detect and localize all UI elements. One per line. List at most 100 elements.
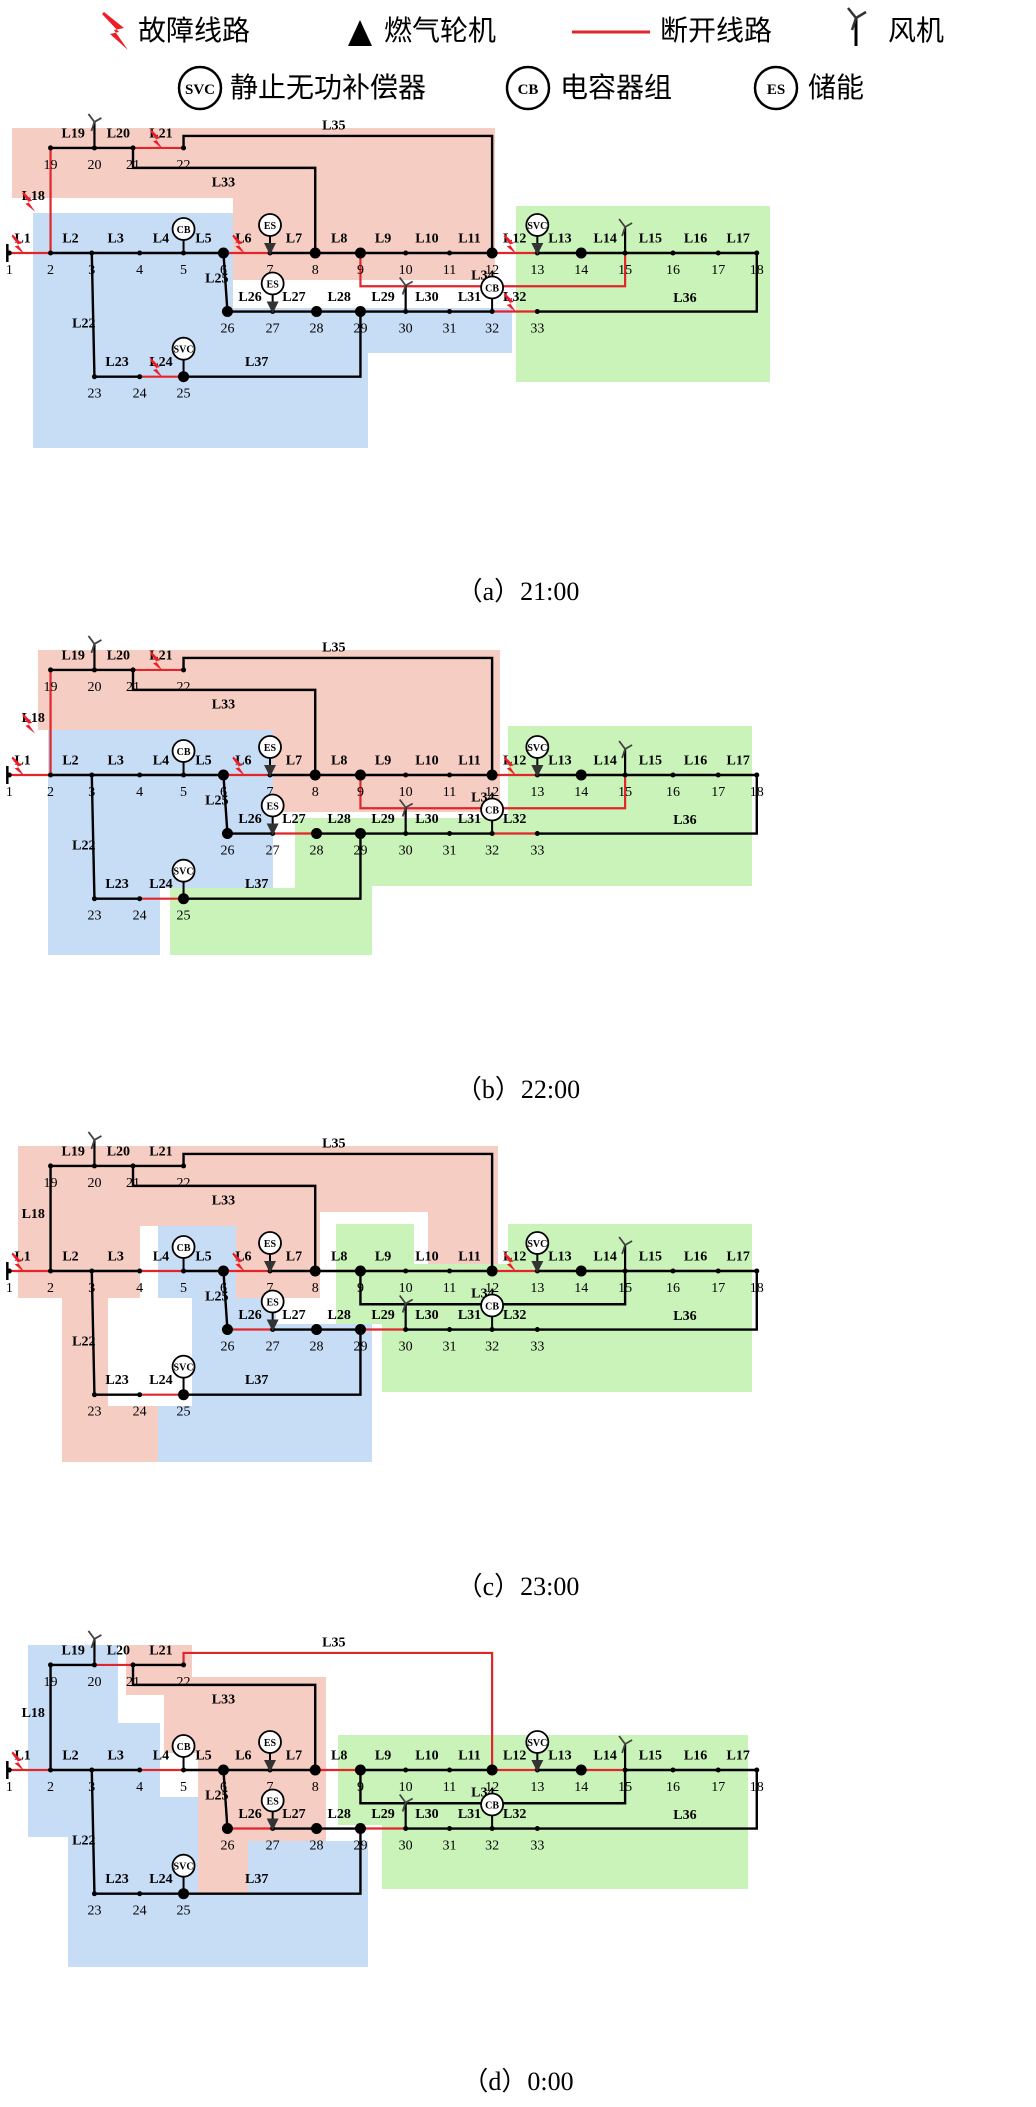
svc-badge: SVC [174, 1862, 194, 1873]
bus-node-26 [221, 1823, 233, 1835]
svc-badge: SVC [174, 1363, 194, 1374]
line-label-l20: L20 [107, 1643, 130, 1658]
line-label-l25: L25 [205, 1788, 228, 1803]
bus-node-10 [403, 250, 409, 256]
bus-label-12: 12 [485, 1281, 499, 1296]
line-label-l23: L23 [105, 1872, 128, 1887]
bus-node-28 [311, 828, 323, 840]
line-label-l15: L15 [639, 1249, 662, 1264]
bus-node-23 [91, 374, 97, 380]
bus-node-9 [354, 769, 366, 781]
cb-badge: CB [485, 806, 499, 817]
bus-label-12: 12 [485, 263, 499, 278]
line-label-l13: L13 [548, 1748, 571, 1763]
legend-cb-label: 电容器组 [560, 72, 672, 104]
line-l22 [90, 774, 96, 899]
bus-label-1: 1 [6, 1780, 13, 1795]
bus-label-12: 12 [485, 785, 499, 800]
line-label-l8: L8 [331, 231, 347, 246]
fault-icon [22, 713, 36, 734]
legend-cb-icon: CB [505, 65, 551, 111]
bus-node-8 [309, 247, 321, 259]
bus-label-18: 18 [750, 263, 764, 278]
bus-label-4: 4 [136, 785, 143, 800]
cb-icon [480, 275, 505, 300]
island-region-blue [158, 1226, 372, 1462]
bus-label-11: 11 [443, 1780, 456, 1795]
line-l33 [131, 1165, 317, 1271]
cb-badge: CB [485, 1801, 499, 1812]
bus-label-14: 14 [574, 1780, 588, 1795]
bus-node-11 [447, 772, 453, 778]
bus-label-29: 29 [353, 1839, 367, 1854]
gas-turbine-icon [531, 1760, 544, 1772]
line-label-l14: L14 [593, 1249, 616, 1264]
legend-wind-label: 风机 [888, 15, 944, 47]
bus-label-21: 21 [126, 680, 140, 695]
bus-label-15: 15 [618, 1780, 632, 1795]
wind-blade [398, 798, 407, 809]
bus-label-10: 10 [399, 263, 413, 278]
bus-label-23: 23 [87, 909, 101, 924]
cb-badge: CB [177, 1243, 191, 1254]
gas-turbine-icon [531, 243, 544, 255]
bus-label-8: 8 [312, 1281, 319, 1296]
bus-label-28: 28 [310, 844, 324, 859]
bus-label-7: 7 [267, 1281, 274, 1296]
wind-blade [405, 280, 414, 287]
bus-node-21 [130, 1662, 136, 1668]
gas-turbine-icon [264, 1261, 276, 1273]
bus-label-20: 20 [87, 1176, 101, 1191]
legend-gas-turbine-icon [348, 20, 372, 46]
line-label-l17: L17 [726, 231, 749, 246]
bus-label-11: 11 [443, 263, 456, 278]
line-label-l9: L9 [375, 753, 391, 768]
bus-node-11 [447, 1268, 453, 1274]
line-label-l22: L22 [72, 316, 95, 331]
line-label-l5: L5 [195, 1748, 211, 1763]
bus-label-2: 2 [47, 785, 54, 800]
line-label-l17: L17 [726, 1748, 749, 1763]
line-label-l29: L29 [371, 812, 394, 827]
bus-node-18 [754, 1767, 760, 1773]
line-label-l16: L16 [684, 1249, 707, 1264]
legend-fault-icon [102, 12, 128, 50]
line-l37 [183, 1828, 362, 1895]
line-label-l9: L9 [375, 1249, 391, 1264]
line-label-l29: L29 [371, 1308, 394, 1323]
bus-node-29 [354, 1823, 366, 1835]
bus-label-26: 26 [220, 844, 234, 859]
line-label-l30: L30 [415, 1308, 438, 1323]
bus-node-10 [403, 1767, 409, 1773]
bus-label-11: 11 [443, 1281, 456, 1296]
bus-node-23 [91, 896, 97, 902]
bus-label-13: 13 [530, 1281, 544, 1296]
bus-node-31 [447, 831, 453, 837]
fault-icon [11, 756, 25, 777]
bus-node-24 [137, 896, 143, 902]
line-label-l30: L30 [415, 1807, 438, 1822]
fault-icon [11, 1252, 25, 1273]
bus-label-10: 10 [399, 1780, 413, 1795]
bus-label-7: 7 [267, 785, 274, 800]
line-label-l10: L10 [415, 1748, 438, 1763]
bus-node-17 [715, 1767, 721, 1773]
bus-node-14 [575, 769, 587, 781]
bus-node-2 [48, 772, 54, 778]
wind-blade [90, 1638, 96, 1649]
bus-node-17 [715, 250, 721, 256]
bus-node-9 [354, 247, 366, 259]
bus-node-26 [221, 306, 233, 318]
bus-label-28: 28 [310, 1839, 324, 1854]
bus-label-26: 26 [220, 1340, 234, 1355]
bus-label-13: 13 [530, 1780, 544, 1795]
line-label-l27: L27 [282, 1308, 305, 1323]
bus-label-17: 17 [711, 1780, 725, 1795]
line-label-l4: L4 [153, 753, 169, 768]
cb-icon [480, 797, 505, 822]
bus-node-16 [670, 1268, 676, 1274]
bus-label-5: 5 [180, 785, 187, 800]
cb-icon [480, 1792, 505, 1817]
line-l25 [222, 1270, 229, 1330]
line-l33 [131, 669, 317, 775]
